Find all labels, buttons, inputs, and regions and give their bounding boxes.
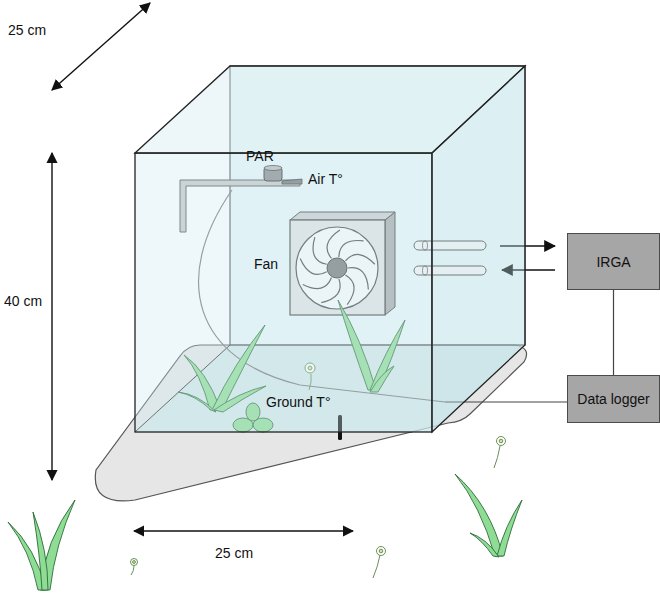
dimension-label: 25 cm bbox=[8, 22, 46, 38]
connector bbox=[613, 290, 614, 375]
sensor-label: Ground T° bbox=[266, 394, 330, 410]
box-label: Data logger bbox=[577, 391, 649, 407]
part-label: Fan bbox=[254, 256, 278, 272]
dimension-arrow bbox=[52, 3, 150, 90]
dimension-label: 25 cm bbox=[215, 545, 253, 561]
dimension-label: 40 cm bbox=[4, 293, 42, 309]
instrument-box: Data logger bbox=[567, 375, 660, 423]
sensor-label: Air T° bbox=[308, 171, 343, 187]
dimension-arrow bbox=[134, 530, 353, 531]
box-label: IRGA bbox=[596, 254, 630, 270]
chamber-front bbox=[135, 153, 432, 432]
instrument-box: IRGA bbox=[567, 233, 660, 290]
sensor-label: PAR bbox=[246, 148, 274, 164]
chamber-side bbox=[432, 66, 525, 432]
dimension-arrow bbox=[51, 153, 52, 480]
